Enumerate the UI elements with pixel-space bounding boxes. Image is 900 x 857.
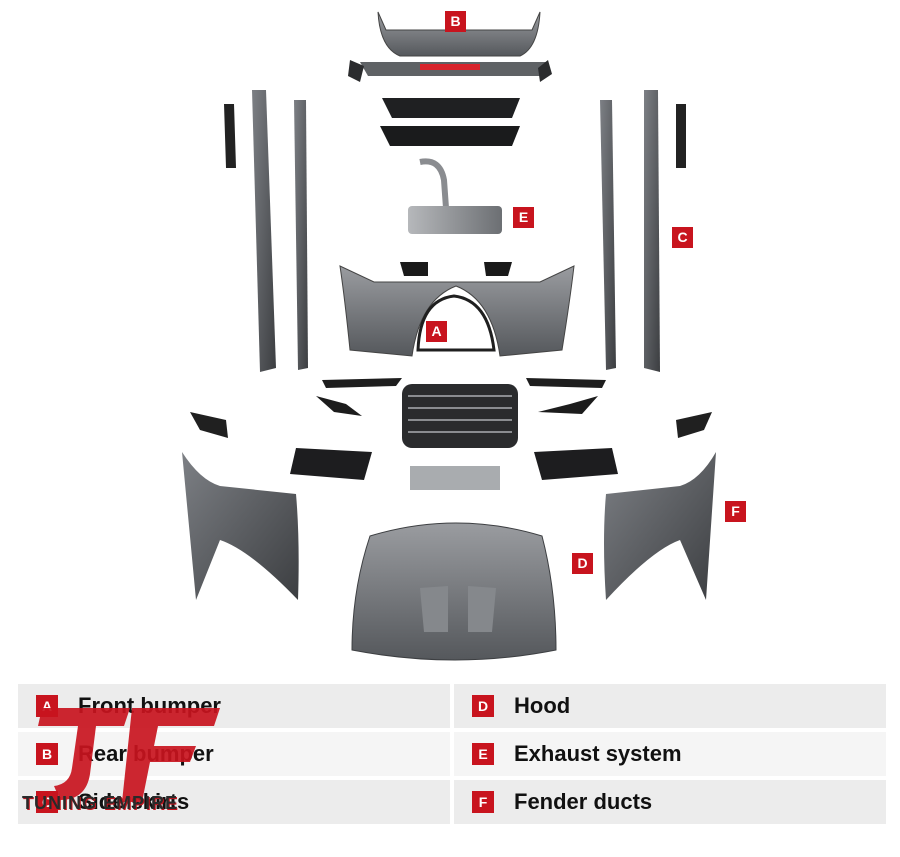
marker-a: A xyxy=(426,321,447,342)
marker-c: C xyxy=(672,227,693,248)
marker-f: F xyxy=(725,501,746,522)
side-skirt-left-cap xyxy=(224,104,236,168)
plate-holder xyxy=(410,466,500,490)
hood-vent-right xyxy=(468,586,496,632)
kidney-grille xyxy=(402,384,518,448)
rear-bracket-right xyxy=(538,60,552,82)
legend-badge-e: E xyxy=(472,743,494,765)
legend-badge-b: B xyxy=(36,743,58,765)
exhaust-pipe xyxy=(419,158,449,209)
fender-left xyxy=(182,452,299,600)
exhaust-tip-right xyxy=(484,262,512,276)
side-skirt-right-inner xyxy=(600,100,616,370)
watermark-logo xyxy=(38,708,220,802)
legend-badge-c: C xyxy=(36,791,58,813)
legend-row-f: F Fender ducts xyxy=(454,780,886,824)
parts-illustration xyxy=(182,11,716,661)
marker-e: E xyxy=(513,207,534,228)
hood xyxy=(351,522,557,661)
front-splitter-right xyxy=(526,378,606,388)
legend-row-c: C Side skirts xyxy=(18,780,450,824)
hood-vent-left xyxy=(420,586,448,632)
rear-diffuser xyxy=(382,98,520,118)
marker-b: B xyxy=(445,11,466,32)
rear-bracket-left xyxy=(348,60,364,82)
kidney-grille-frame xyxy=(416,294,496,352)
side-skirt-right-outer xyxy=(644,90,660,372)
vent-right xyxy=(534,448,618,480)
fender-right xyxy=(604,452,716,600)
canard-right xyxy=(538,396,598,414)
side-skirt-right-cap xyxy=(676,104,686,168)
legend-label-e: Exhaust system xyxy=(514,741,682,766)
legend-label-d: Hood xyxy=(514,693,571,718)
rear-bumper xyxy=(377,11,541,57)
front-splitter-left xyxy=(322,378,402,388)
exhaust-tip-left xyxy=(400,262,428,276)
legend-badge-f: F xyxy=(472,791,494,813)
rear-reflector xyxy=(420,64,480,70)
legend-label-f: Fender ducts xyxy=(514,789,653,814)
front-bumper xyxy=(339,265,575,357)
trim-right xyxy=(676,412,712,438)
rear-diffuser-2 xyxy=(380,126,520,146)
side-skirt-left-inner xyxy=(294,100,308,370)
exhaust-muffler xyxy=(408,206,502,234)
legend-badge-d: D xyxy=(472,695,494,717)
parts-diagram: B E C A D F xyxy=(182,11,746,661)
canard-left xyxy=(316,396,362,416)
vent-left xyxy=(290,448,372,480)
trim-left xyxy=(190,412,228,438)
side-skirt-left-outer xyxy=(252,90,276,372)
marker-d: D xyxy=(572,553,593,574)
legend-row-d: D Hood xyxy=(454,684,886,728)
legend-row-e: E Exhaust system xyxy=(454,732,886,776)
watermark-text: TUNING EMPIRE xyxy=(22,793,179,813)
